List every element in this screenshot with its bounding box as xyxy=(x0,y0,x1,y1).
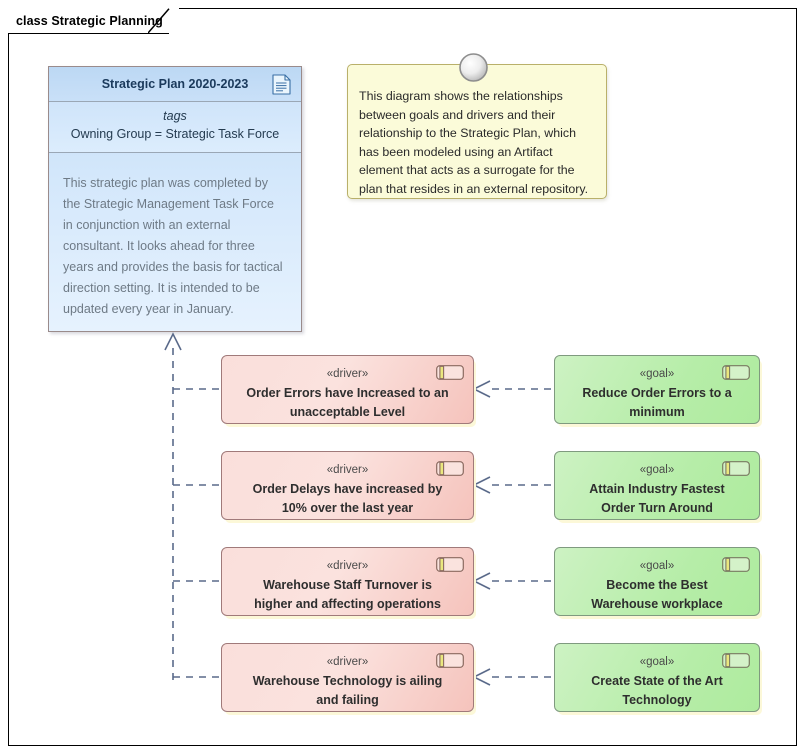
artifact-header: Strategic Plan 2020-2023 xyxy=(49,67,301,102)
driver-box-warehouse-technology[interactable]: «driver» Warehouse Technology is ailing … xyxy=(221,643,474,712)
diagram-note-text: This diagram shows the relationships bet… xyxy=(359,89,589,196)
artifact-body-text: This strategic plan was completed by the… xyxy=(63,176,283,316)
goal-icon xyxy=(722,653,750,668)
artifact-tags-label: tags xyxy=(163,109,187,123)
goal-name: Create State of the Art Technology xyxy=(591,674,723,707)
driver-name: Warehouse Staff Turnover is higher and a… xyxy=(254,578,441,611)
diagram-note[interactable]: This diagram shows the relationships bet… xyxy=(347,64,607,199)
driver-icon xyxy=(436,653,464,668)
diagram-tab-slant xyxy=(148,8,170,34)
driver-stereotype: «driver» xyxy=(326,560,369,572)
driver-box-order-errors[interactable]: «driver» Order Errors have Increased to … xyxy=(221,355,474,424)
goal-icon xyxy=(722,557,750,572)
goal-box-state-of-the-art-technology[interactable]: «goal» Create State of the Art Technolog… xyxy=(554,643,760,712)
driver-name: Order Delays have increased by 10% over … xyxy=(252,482,443,515)
driver-box-order-delays[interactable]: «driver» Order Delays have increased by … xyxy=(221,451,474,520)
driver-stereotype: «driver» xyxy=(326,656,369,668)
goal-stereotype: «goal» xyxy=(639,656,675,668)
diagram-title-tab[interactable]: class Strategic Planning xyxy=(8,8,169,34)
goal-name: Become the Best Warehouse workplace xyxy=(591,578,723,611)
note-pin-icon xyxy=(458,52,489,83)
artifact-body-compartment: This strategic plan was completed by the… xyxy=(49,153,301,330)
goal-stereotype: «goal» xyxy=(639,368,675,380)
goal-icon xyxy=(722,461,750,476)
driver-icon xyxy=(436,461,464,476)
goal-name: Attain Industry Fastest Order Turn Aroun… xyxy=(589,482,725,515)
driver-name: Warehouse Technology is ailing and faili… xyxy=(252,674,443,707)
artifact-strategic-plan[interactable]: Strategic Plan 2020-2023 tags Owning Gro… xyxy=(48,66,302,332)
driver-icon xyxy=(436,557,464,572)
driver-name: Order Errors have Increased to an unacce… xyxy=(246,386,449,419)
diagram-title-label: class Strategic Planning xyxy=(16,13,163,28)
driver-box-staff-turnover[interactable]: «driver» Warehouse Staff Turnover is hig… xyxy=(221,547,474,616)
diagram-title-tab-body: class Strategic Planning xyxy=(8,8,169,34)
goal-name: Reduce Order Errors to a minimum xyxy=(582,386,732,419)
goal-stereotype: «goal» xyxy=(639,560,675,572)
driver-icon xyxy=(436,365,464,380)
artifact-tags-compartment: tags Owning Group = Strategic Task Force xyxy=(49,102,301,153)
goal-box-best-warehouse-workplace[interactable]: «goal» Become the Best Warehouse workpla… xyxy=(554,547,760,616)
goal-stereotype: «goal» xyxy=(639,464,675,476)
artifact-title: Strategic Plan 2020-2023 xyxy=(101,77,249,91)
goal-icon xyxy=(722,365,750,380)
artifact-tags-value: Owning Group = Strategic Task Force xyxy=(70,127,280,141)
driver-stereotype: «driver» xyxy=(326,464,369,476)
goal-box-fastest-turn-around[interactable]: «goal» Attain Industry Fastest Order Tur… xyxy=(554,451,760,520)
goal-box-reduce-order-errors[interactable]: «goal» Reduce Order Errors to a minimum xyxy=(554,355,760,424)
document-icon xyxy=(272,74,292,95)
driver-stereotype: «driver» xyxy=(326,368,369,380)
